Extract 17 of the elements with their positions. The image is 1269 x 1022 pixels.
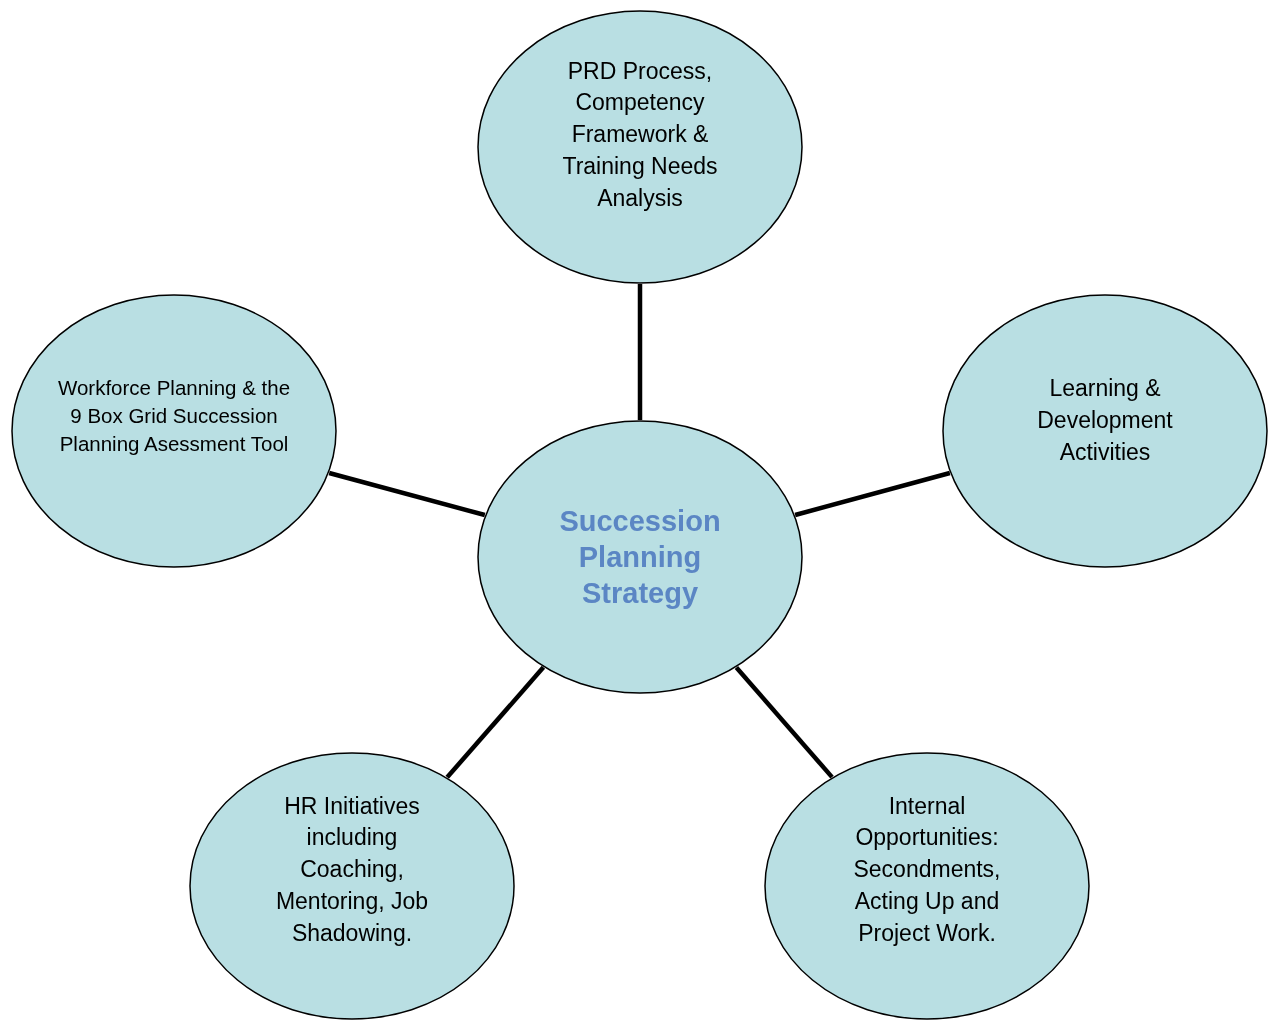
connector-line (734, 666, 834, 779)
ellipse-node (189, 752, 515, 1020)
connector-line (794, 470, 951, 518)
connector-line (637, 284, 643, 420)
connector-line (445, 665, 546, 779)
ellipse-node (11, 294, 337, 568)
ellipse-node (942, 294, 1268, 568)
node-text: Learning & Development Activities (1036, 374, 1174, 467)
central-topic-text: Succession Planning Strategy (558, 503, 722, 612)
node-text: Workforce Planning & the 9 Box Grid Succession Planning Asessment Tool (56, 375, 292, 457)
ellipse-node (764, 752, 1090, 1020)
node-text: HR Initiatives including Coaching, Mentoring, Job Shadowing. (274, 791, 430, 948)
node-text: Internal Opportunities: Secondments, Acting Up and Project Work. (852, 791, 1002, 948)
ellipse-node (477, 10, 803, 284)
ellipse-node (477, 420, 803, 694)
node-text: PRD Process, Competency Framework & Training Needs Analysis (561, 56, 719, 213)
connector-line (328, 470, 486, 518)
